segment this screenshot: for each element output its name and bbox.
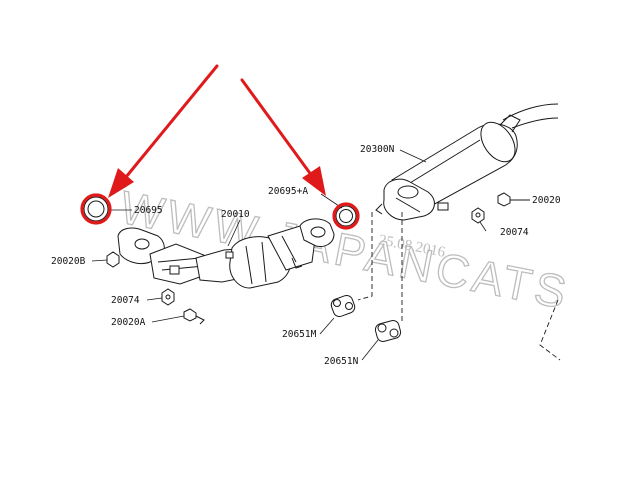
label-20020-right: 20020: [532, 195, 561, 206]
mount-rubber-20651n: [374, 320, 402, 342]
nut-20074-left: [161, 288, 175, 306]
label-20695: 20695: [134, 205, 163, 216]
gasket-20695-a: [335, 205, 357, 227]
main-muffler: [375, 114, 521, 221]
bolt-20020-right: [497, 192, 530, 207]
label-20010: 20010: [221, 209, 250, 220]
highlight-ring-20695: [80, 193, 112, 225]
gasket-20695: [83, 196, 109, 222]
hanger-line-left: [357, 212, 373, 301]
exhaust-pipe-assembly: [117, 218, 335, 289]
highlight-ring-20695-a: [332, 202, 360, 230]
label-20300n: 20300N: [360, 144, 395, 155]
label-20074-left: 20074: [111, 295, 140, 306]
stud-20020a: [183, 308, 205, 325]
label-20651n: 20651N: [324, 356, 359, 367]
label-20695-a: 20695+A: [268, 186, 308, 197]
bolt-20020b: [106, 251, 120, 268]
leader-lines: [91, 149, 487, 361]
highlight-arrow-right: [240, 78, 326, 196]
label-20020a: 20020A: [111, 317, 146, 328]
label-20020b: 20020B: [51, 256, 86, 267]
mount-rubber-20651m: [330, 294, 356, 318]
nut-20074-right: [471, 207, 485, 224]
highlight-arrow-left: [108, 64, 219, 198]
label-20074-right: 20074: [500, 227, 529, 238]
label-20651m: 20651M: [282, 329, 317, 340]
